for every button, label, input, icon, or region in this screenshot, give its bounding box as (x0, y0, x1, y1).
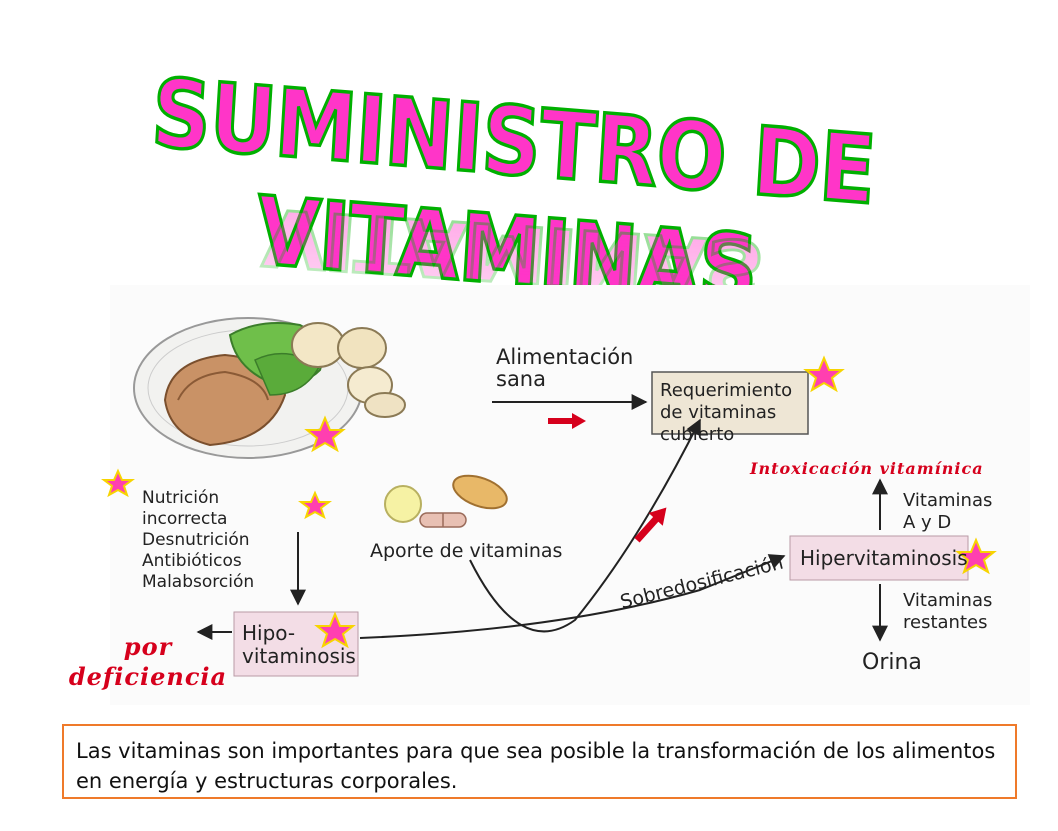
vitaminas-ad-label: Vitaminas A y D (903, 490, 993, 533)
star-icon (101, 468, 135, 498)
vitaminas-restantes-label: Vitaminas restantes (903, 590, 993, 633)
star-icon (803, 355, 845, 393)
arrow-aporte-curve (469, 418, 701, 633)
info-text-box: Las vitaminas son importantes para que s… (62, 724, 1017, 799)
red-arrow-diagonal (634, 507, 667, 543)
food-plate-illustration (133, 317, 406, 459)
requerimiento-label: Requerimiento de vitaminas cubierto (660, 380, 793, 445)
hipovitaminosis-line: vitaminosis (242, 644, 356, 668)
star-icon (314, 611, 356, 649)
hipovitaminosis-line: Hipo- (242, 621, 296, 645)
intoxicacion-label: Intoxicación vitamínica (750, 459, 984, 478)
por-deficiencia-label: por deficiencia (66, 632, 230, 692)
causa-item: Antibióticos (142, 551, 242, 571)
info-text: Las vitaminas son importantes para que s… (76, 739, 996, 793)
por-deficiencia-line: deficiencia (68, 662, 228, 691)
red-arrow-horizontal (548, 413, 586, 429)
star-icon (298, 490, 332, 520)
hipervitaminosis-box (789, 535, 969, 581)
aporte-label: Aporte de vitaminas (370, 540, 563, 562)
pills-illustration (384, 474, 508, 528)
causa-item: Desnutrición (142, 530, 250, 550)
star-icon (304, 415, 346, 453)
orina-label: Orina (862, 650, 922, 675)
causa-item: incorrecta (142, 509, 228, 529)
causa-item: Nutrición (142, 488, 220, 508)
star-icon (955, 537, 997, 575)
hipovitaminosis-label: Hipo- vitaminosis (242, 622, 356, 668)
causa-item: Malabsorción (142, 572, 255, 592)
hipervitaminosis-label: Hipervitaminosis (800, 546, 968, 570)
arrow-sobredosificacion-curve (359, 554, 786, 639)
por-deficiencia-line: por (123, 632, 173, 661)
causas-list: Nutrición incorrecta Desnutrición Antibi… (142, 488, 254, 593)
requerimiento-box (651, 371, 809, 435)
alimentacion-sana-label: Alimentación sana (496, 345, 634, 391)
